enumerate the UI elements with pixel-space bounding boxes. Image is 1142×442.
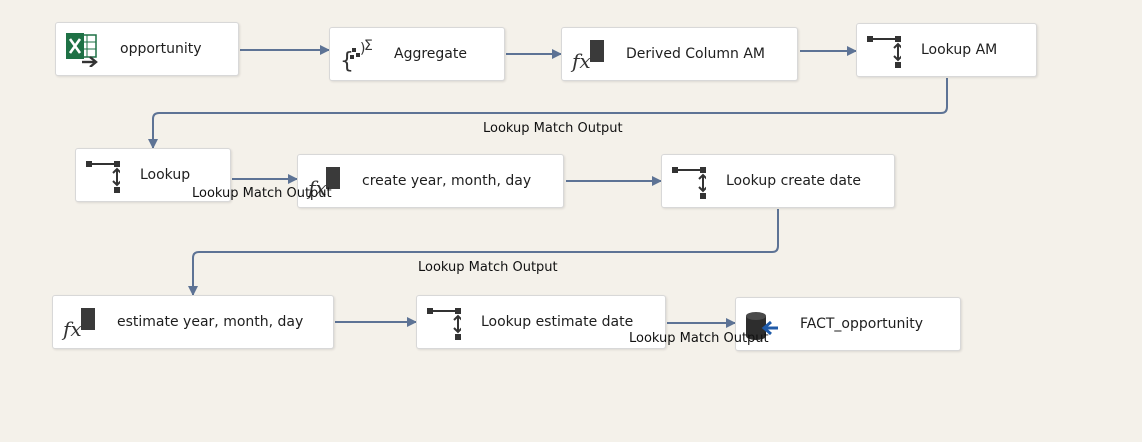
conn-lookupam-lookup[interactable] [148, 78, 948, 149]
opportunity-source-node[interactable]: opportunity [55, 22, 239, 76]
edge-label-lookup-am: Lookup Match Output [483, 121, 623, 136]
lookup-node[interactable]: Lookup [75, 148, 231, 202]
node-label: Lookup estimate date [481, 314, 634, 330]
derived-column-icon: fx [61, 308, 95, 340]
lookup-estimate-date-node[interactable]: Lookup estimate date [416, 295, 666, 349]
derived-column-am-node[interactable]: fx Derived Column AM [561, 27, 798, 81]
fact-opportunity-destination-node[interactable]: FACT_opportunity [735, 297, 961, 351]
lookup-icon [86, 161, 120, 193]
excel-source-icon [66, 33, 98, 67]
svg-text:{: { [340, 49, 354, 72]
lookup-icon [427, 308, 461, 340]
node-label: Derived Column AM [626, 46, 765, 62]
lookup-icon [672, 167, 706, 199]
svg-text:): ) [360, 41, 365, 57]
aggregate-icon: { ) Σ [340, 38, 373, 72]
node-label: Aggregate [394, 46, 467, 62]
node-label: Lookup AM [921, 42, 998, 58]
edge-label-lookup-estimate: Lookup Match Output [629, 331, 769, 346]
lookup-create-date-node[interactable]: Lookup create date [661, 154, 895, 208]
node-label: estimate year, month, day [117, 314, 304, 330]
derived-column-icon: fx [570, 40, 604, 72]
create-year-month-day-node[interactable]: fx create year, month, day [297, 154, 564, 208]
estimate-year-month-day-node[interactable]: fx estimate year, month, day [52, 295, 334, 349]
derived-column-icon: fx [306, 167, 340, 199]
database-destination-icon [746, 312, 778, 340]
lookup-am-node[interactable]: Lookup AM [856, 23, 1037, 77]
svg-text:Σ: Σ [364, 38, 373, 54]
aggregate-node[interactable]: { ) Σ Aggregate [329, 27, 505, 81]
node-label: opportunity [120, 41, 202, 57]
svg-text:fx: fx [306, 176, 327, 199]
lookup-icon [867, 36, 901, 68]
node-label: Lookup create date [726, 173, 862, 189]
svg-text:fx: fx [61, 317, 82, 340]
conn-lookupcreate-estimate[interactable] [188, 209, 779, 296]
edge-label-lookup-create: Lookup Match Output [418, 260, 558, 275]
svg-text:fx: fx [570, 49, 591, 72]
node-label: FACT_opportunity [800, 316, 923, 332]
node-label: create year, month, day [362, 173, 532, 189]
node-label: Lookup [140, 167, 191, 183]
edge-label-lookup: Lookup Match Output [192, 186, 332, 201]
